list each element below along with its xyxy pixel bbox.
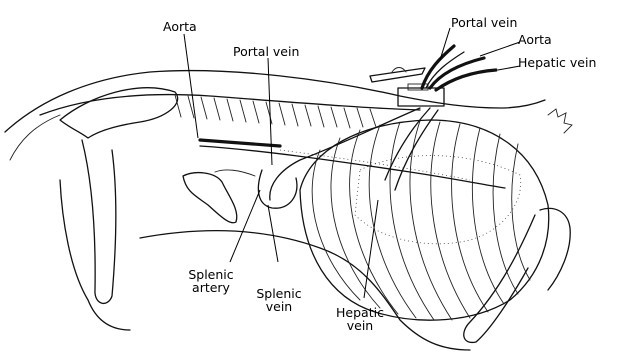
label-portal-vein-top: Portal vein [451, 16, 517, 29]
label-splenic-vein: Splenic vein [253, 287, 305, 313]
label-splenic-vein-line2: vein [253, 300, 305, 313]
label-splenic-artery: Splenic artery [185, 268, 237, 294]
spleen [183, 173, 237, 223]
vessel-branches [215, 170, 255, 176]
pelvis-bone [60, 88, 178, 138]
label-hepatic-vein-bottom-line2: vein [332, 319, 388, 332]
leader-aorta-right [480, 42, 520, 56]
label-portal-vein-mid: Portal vein [233, 45, 299, 58]
leader-aorta-left [184, 34, 198, 138]
femur [82, 140, 116, 303]
label-hepatic-vein-bottom: Hepatic vein [332, 306, 388, 332]
vertebrae [175, 95, 376, 128]
label-aorta-left: Aorta [163, 20, 197, 33]
neck-fur [548, 109, 572, 133]
dorsal-catheter-stipple [280, 150, 470, 180]
label-splenic-artery-line2: artery [185, 281, 237, 294]
exit-port-cap [408, 84, 428, 90]
thorax-outline [300, 120, 549, 320]
leader-splenic-vein [268, 205, 278, 262]
leader-hepatic-vein-top [498, 66, 520, 70]
dorsal-catheter [200, 146, 505, 188]
label-aorta-right: Aorta [518, 33, 552, 46]
aorta-catheter [200, 140, 280, 146]
leader-splenic-artery [230, 190, 260, 262]
label-hepatic-vein-top: Hepatic vein [518, 56, 596, 69]
clamp-tool [370, 68, 425, 82]
ribs [312, 121, 530, 320]
foreleg [464, 215, 535, 342]
leader-hepatic-vein-bottom [364, 200, 378, 298]
splenic-loop [258, 170, 297, 208]
